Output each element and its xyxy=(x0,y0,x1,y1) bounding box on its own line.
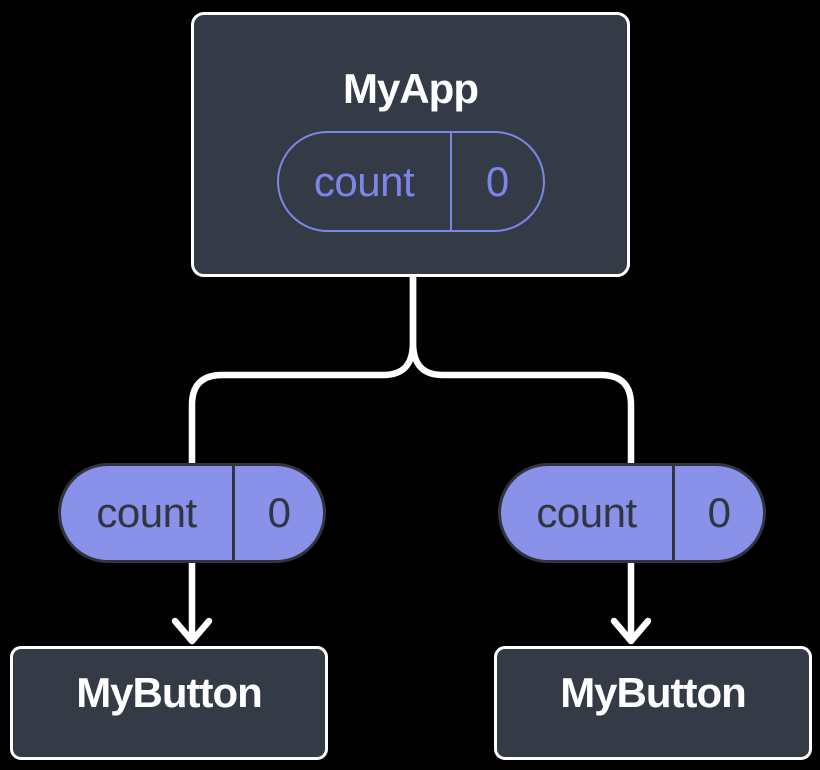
node-mybutton-left: MyButton xyxy=(10,646,328,760)
state-pill-root-label: count xyxy=(313,157,415,205)
right-arrowhead-icon xyxy=(610,617,652,645)
connector-root-to-left-pill xyxy=(188,272,417,640)
state-pill-root-value: 0 xyxy=(485,157,509,205)
prop-pill-right-label: count xyxy=(536,489,637,536)
prop-pill-right-value: 0 xyxy=(707,489,731,536)
prop-pill-left: count 0 xyxy=(58,463,326,563)
prop-pill-left-divider xyxy=(232,466,235,560)
node-myapp: MyApp count 0 xyxy=(191,12,630,277)
connector-root-to-right-pill xyxy=(409,272,635,640)
state-pill-root-divider xyxy=(449,133,452,230)
prop-pill-right-divider xyxy=(672,466,675,560)
prop-pill-left-value: 0 xyxy=(267,489,291,536)
left-arrowhead-icon xyxy=(171,617,213,645)
myapp-title: MyApp xyxy=(343,65,479,112)
prop-pill-left-label: count xyxy=(96,489,197,536)
mybutton-right-title: MyButton xyxy=(560,669,747,716)
node-mybutton-right: MyButton xyxy=(494,646,812,760)
prop-pill-right: count 0 xyxy=(498,463,766,563)
mybutton-left-title: MyButton xyxy=(76,669,263,716)
state-pill-root: count 0 xyxy=(276,131,545,232)
